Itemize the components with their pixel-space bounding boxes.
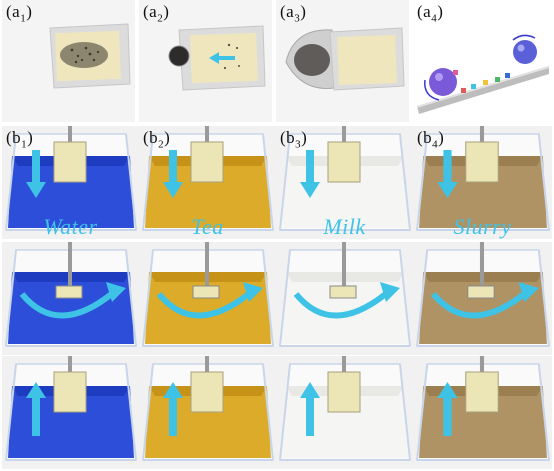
panel-b3-step-1: (b3) Milk [276,126,413,239]
panel-b2-step-2 [139,242,276,355]
curved-arrow-icon [293,289,390,319]
down-arrow-icon [437,150,458,198]
down-arrow-icon [300,150,320,198]
holder-rod [342,126,346,144]
arrow-icon [209,52,235,64]
holder-rod [479,126,485,144]
holder-rod [68,126,72,144]
liquid-name: Tea [191,214,224,239]
curved-arrow-icon [156,289,253,319]
a2-photo [139,0,272,122]
sample-plate [465,141,499,183]
liquid-name: Slurry [453,214,512,239]
panel-b2-step-1: (b2) Tea [139,126,276,239]
holder-rod [205,126,209,144]
a3-photo [276,0,409,122]
holder-rod [479,356,485,374]
container-photo [5,356,137,461]
droplet-rolling [424,68,457,101]
container-photo [5,242,137,347]
panel-b4-step-1: (b4) Slurry [413,126,552,239]
label-a1: (a1) [6,2,33,25]
contaminant-particles [453,70,510,93]
sample-plate [55,285,83,299]
up-arrow-icon [163,382,183,436]
container-photo [416,356,550,461]
curved-arrow-icon [430,289,529,319]
sample-plate [465,371,499,413]
label-b1: (b1) [6,128,34,151]
container-photo [416,126,550,231]
sample-plate [53,141,87,183]
liquid-name: Milk [323,214,366,239]
holder-rod [68,242,72,288]
panel-a1: (a1) [2,0,135,122]
sample-plate [327,141,361,183]
down-arrow-icon [163,150,183,198]
holder-rod [342,242,346,288]
panel-b1-step-3 [2,356,139,469]
panel-b1-step-1: (b1) Water [2,126,139,239]
panel-a4: (a4) [413,0,552,122]
panel-b2-step-3 [139,356,276,469]
liquid-name: Water [43,214,98,239]
holder-rod [205,356,209,374]
sample-plate [53,371,87,413]
a4-schematic [413,0,552,122]
panel-b4-step-2 [413,242,552,355]
up-arrow-icon [26,382,46,436]
holder-rod [68,356,72,374]
panel-b3-step-2 [276,242,413,355]
panel-a3: (a3) [276,0,409,122]
label-b2: (b2) [143,128,171,151]
sample-plate [467,285,495,299]
up-arrow-icon [437,382,458,436]
panel-b3-step-3 [276,356,413,469]
liquid [145,272,271,344]
container-photo [279,242,411,347]
curved-arrow-icon [19,289,116,319]
label-a2: (a2) [143,2,170,25]
holder-rod [479,242,485,288]
container-photo [142,242,274,347]
label-a3: (a3) [280,2,307,25]
sample-plate [190,141,224,183]
liquid [419,272,547,344]
collected-particles [169,46,189,66]
container-photo [416,242,550,347]
particles-in-drop [294,44,330,76]
droplet-right [512,34,537,64]
sample-plate [190,371,224,413]
down-arrow-icon [26,150,46,198]
panel-b1-step-2 [2,242,139,355]
liquid [282,272,408,344]
holder-rod [342,356,346,374]
sample-plate [192,285,220,299]
container-photo [5,126,137,231]
panel-a2: (a2) [139,0,272,122]
container-photo [279,126,411,231]
container-photo [142,356,274,461]
up-arrow-icon [300,382,320,436]
particle-pile [60,42,108,68]
sample-plate [327,371,361,413]
liquid [8,272,134,344]
sample-plate [329,285,357,299]
a1-photo [2,0,135,122]
label-a4: (a4) [417,2,444,25]
holder-rod [205,242,209,288]
label-b3: (b3) [280,128,308,151]
container-photo [142,126,274,231]
container-photo [279,356,411,461]
panel-b4-step-3 [413,356,552,469]
label-b4: (b4) [417,128,445,151]
